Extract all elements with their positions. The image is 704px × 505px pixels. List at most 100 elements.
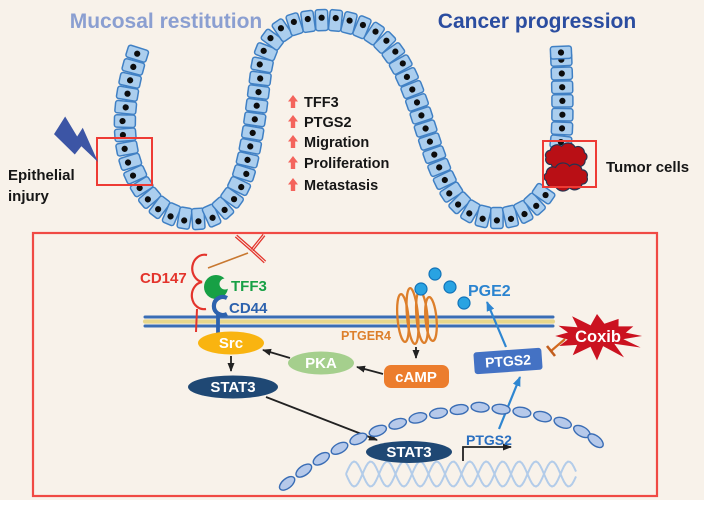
epithelial-cell xyxy=(227,175,252,197)
src-node xyxy=(198,331,264,355)
epithelial-cell xyxy=(115,140,139,157)
epithelial-cell xyxy=(201,203,222,228)
nuclear-envelope-bead xyxy=(330,441,349,455)
nuclear-envelope-bead xyxy=(587,433,604,449)
epithelial-cell xyxy=(248,70,272,87)
cell-membrane xyxy=(142,315,556,328)
nuclear-envelope-bead xyxy=(312,451,331,466)
lightning-bolt-icon xyxy=(54,116,98,162)
epithelial-cell xyxy=(113,127,137,143)
tumor-cells xyxy=(543,142,588,192)
list-item-migration: Migration xyxy=(304,135,369,151)
epithelial-cell xyxy=(413,119,438,138)
epithelial-cell xyxy=(238,138,263,155)
antibody-linker xyxy=(207,252,249,269)
nuclear-envelope-bead xyxy=(449,403,469,416)
stat3-nuclear-label: STAT3 xyxy=(386,444,431,461)
list-item-proliferation: Proliferation xyxy=(304,156,389,172)
cd147-receptor xyxy=(190,253,208,311)
nuclear-envelope-bead xyxy=(349,432,368,446)
epithelial-cell xyxy=(129,176,154,198)
epithelial-cell xyxy=(501,204,520,229)
up-arrow-icon xyxy=(288,95,298,108)
epithelial-cell xyxy=(285,12,304,37)
epithelial-cell xyxy=(550,66,574,81)
nuclear-envelope-bead xyxy=(278,475,296,491)
epithelial-cell xyxy=(404,93,430,112)
coxib-star xyxy=(555,314,643,361)
list-item-metastasis: Metastasis xyxy=(304,178,378,194)
epithelial-cell xyxy=(118,152,143,171)
pathway-panel-border xyxy=(31,231,659,498)
nuclear-envelope-bead xyxy=(512,406,532,418)
epithelial-cell xyxy=(550,121,574,136)
nuclear-envelope-bead xyxy=(368,424,388,438)
epithelial-cell xyxy=(432,169,457,191)
epithelial-cell xyxy=(240,124,265,142)
nuclear-envelope-bead xyxy=(491,403,511,415)
epithelial-cell xyxy=(125,44,150,63)
epithelial-cell xyxy=(551,107,574,122)
injury-box xyxy=(96,137,153,186)
dna-strand xyxy=(345,460,577,488)
epithelial-cell xyxy=(115,85,140,102)
ptgs2-label: PTGS2 xyxy=(485,351,532,370)
epithelial-cell xyxy=(439,181,464,203)
dna-helix xyxy=(345,460,577,488)
up-arrow-icon xyxy=(288,156,298,169)
pka-label: PKA xyxy=(305,355,337,372)
epithelial-cell xyxy=(114,99,138,116)
up-arrow-icon xyxy=(288,178,298,191)
nuclear-envelope-bead xyxy=(428,407,449,419)
epithelial-cell xyxy=(460,199,481,224)
epithelial-cell xyxy=(409,106,434,125)
up-arrow-icons xyxy=(288,95,298,191)
epithelial-cell xyxy=(121,57,146,76)
list-item-ptgs2: PTGS2 xyxy=(304,115,352,131)
ptgs2-node: PTGS2 xyxy=(473,347,543,375)
epithelial-cell xyxy=(243,111,267,128)
epithelial-cell xyxy=(549,45,573,60)
epithelial-cell xyxy=(314,8,329,32)
tff3-label: TFF3 xyxy=(231,278,267,295)
tumor-label: Tumor cells xyxy=(606,159,689,176)
epithelial-cell xyxy=(148,195,171,220)
nuclear-envelope-bead xyxy=(533,410,552,423)
epithelial-cell xyxy=(235,151,260,169)
receptor-complex xyxy=(190,233,267,336)
epithelial-cell xyxy=(474,204,492,229)
inhibition-line xyxy=(550,338,566,352)
cd44-receptor xyxy=(211,294,228,318)
ptgs2-gene-label: PTGS2 xyxy=(466,432,512,448)
nuclear-envelope-bead xyxy=(295,463,313,478)
epithelial-cell xyxy=(523,192,546,216)
epithelial-cell xyxy=(190,207,206,231)
epithelial-cell xyxy=(427,157,452,178)
epithelial-cell xyxy=(400,79,425,100)
epithelial-cell xyxy=(448,191,472,215)
stat3-label: STAT3 xyxy=(210,379,255,396)
nuclear-envelope-bead xyxy=(470,401,490,413)
epithelium xyxy=(113,8,574,231)
epithelial-cell xyxy=(271,18,294,43)
nuclear-envelope-bead xyxy=(388,417,408,430)
tff3-notch xyxy=(219,278,231,290)
pge2-molecules xyxy=(414,267,471,310)
inhibition-bar xyxy=(545,345,557,357)
epithelial-cell xyxy=(513,199,534,224)
epithelial-cell xyxy=(123,164,148,185)
upregulated-list: TFF3 PTGS2 Migration Proliferation Metas… xyxy=(304,95,389,194)
nuclear-envelope xyxy=(278,401,604,491)
ptgs2-arrows xyxy=(485,301,522,430)
epithelial-cell xyxy=(394,66,419,87)
nuclear-envelope-bead xyxy=(408,412,428,424)
title-cancer-progression: Cancer progression xyxy=(438,10,636,33)
up-arrow-icon xyxy=(288,135,298,148)
epithelial-cell xyxy=(113,114,137,129)
stat3-nuclear-node xyxy=(366,441,452,463)
coxib-inhibitor: Coxib xyxy=(545,314,643,361)
epithelial-cell xyxy=(300,9,317,34)
